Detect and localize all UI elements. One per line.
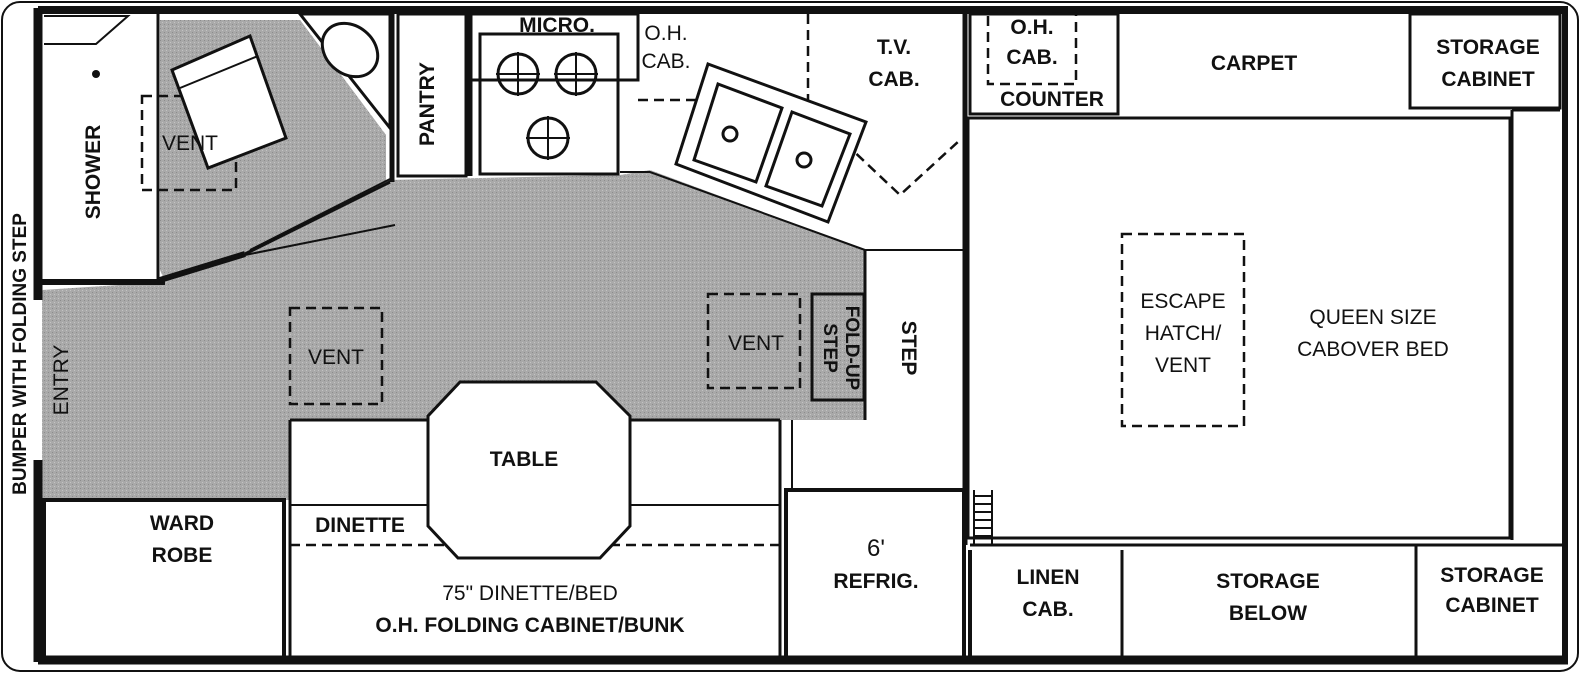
dinette-label: DINETTE [315, 514, 405, 537]
shower-seat [44, 15, 131, 45]
wardrobe-label-1: WARD [150, 512, 214, 535]
toilet-icon [170, 33, 288, 170]
vent-label-center: VENT [308, 346, 364, 369]
side-label: BUMPER WITH FOLDING STEP [10, 213, 31, 495]
storage-cabinet-label-2: CABINET [1441, 68, 1535, 91]
storage-cabinet-2-label-1: STORAGE [1440, 564, 1543, 587]
tv-cab-label-2: CAB. [868, 68, 919, 91]
dashed-outlines [140, 12, 1246, 547]
tv-cab-label-1: T.V. [877, 36, 911, 59]
fold-up-step-label-2: STEP [819, 323, 840, 373]
refrig-label-1: 6' [867, 535, 885, 562]
refrig-label-2: REFRIG. [833, 570, 918, 593]
counter-cab-label-2: CAB. [1006, 46, 1057, 69]
dinette-bed-label: 75" DINETTE/BED [442, 582, 618, 605]
step-label: STEP [897, 321, 920, 376]
folding-cabinet-label: O.H. FOLDING CABINET/BUNK [375, 614, 684, 637]
linen-cab-label-2: CAB. [1022, 598, 1073, 621]
pantry-label: PANTRY [416, 62, 439, 146]
wardrobe-label-2: ROBE [152, 544, 213, 567]
counter-label: COUNTER [1000, 88, 1104, 111]
table-label: TABLE [490, 448, 558, 471]
sink-icon [674, 62, 868, 224]
storage-cabinet-2-label-2: CABINET [1445, 594, 1539, 617]
shower-drain-icon [92, 70, 100, 78]
escape-hatch-label-2: HATCH/ [1145, 322, 1222, 345]
stove-burners-icon [496, 52, 598, 160]
micro-label: MICRO. [519, 14, 595, 37]
storage-below-label-1: STORAGE [1216, 570, 1319, 593]
entry-label: ENTRY [50, 345, 73, 416]
vent-label-bath: VENT [162, 132, 218, 155]
escape-hatch-label-1: ESCAPE [1140, 290, 1225, 313]
bed-label-2: CABOVER BED [1297, 338, 1449, 361]
counter-cab-label-1: O.H. [1010, 16, 1053, 39]
storage-below-label-2: BELOW [1229, 602, 1307, 625]
fold-up-step-label-1: FOLD-UP [841, 306, 862, 391]
oh-cab-label-2: CAB. [641, 50, 690, 73]
ladder-icon [973, 490, 993, 545]
escape-hatch-label-3: VENT [1155, 354, 1211, 377]
walls [33, 6, 1568, 665]
lavatory-icon [296, 12, 392, 133]
table-top [426, 380, 632, 560]
storage-cabinet-label-1: STORAGE [1436, 36, 1539, 59]
bed-label-1: QUEEN SIZE [1309, 306, 1436, 329]
shower-label: SHOWER [82, 125, 105, 220]
carpet-label: CARPET [1211, 52, 1298, 75]
linen-cab-label-1: LINEN [1017, 566, 1080, 589]
oh-cab-label-1: O.H. [644, 22, 687, 45]
vent-label-right: VENT [728, 332, 784, 355]
